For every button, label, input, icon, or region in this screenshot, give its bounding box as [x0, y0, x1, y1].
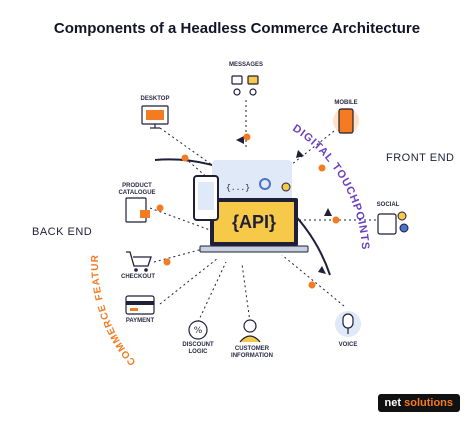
front-end-label: FRONT END	[386, 152, 455, 164]
touchpoint-label-social: SOCIAL	[376, 202, 400, 208]
payment-icon	[125, 295, 155, 315]
node-dot	[181, 154, 189, 162]
touchpoint-label-messages: MESSAGES	[228, 62, 263, 68]
feature-label-product-catalogue: PRODUCT CATALOGUE	[112, 183, 162, 197]
discount-logic-icon: %	[188, 320, 208, 340]
feature-label-line: DISCOUNT	[182, 342, 214, 348]
checkout-icon	[126, 251, 152, 272]
connector-mobile	[281, 127, 339, 173]
feature-label-line: CHECKOUT	[121, 274, 155, 280]
node-dot	[156, 204, 164, 212]
feature-label-customer-information: CUSTOMER INFORMATION	[224, 346, 280, 360]
messages-icon	[231, 75, 259, 96]
brand-prefix: net	[384, 397, 402, 409]
node-dot	[243, 133, 251, 141]
connector-customer	[241, 263, 251, 323]
voice-icon	[335, 311, 361, 337]
api-label: {API}	[232, 212, 276, 232]
digital-touchpoints-label: DIGITAL TOUCHPOINTS	[290, 122, 371, 250]
node-dot	[163, 258, 171, 266]
connector-discount	[197, 261, 227, 323]
touchpoint-label-desktop: DESKTOP	[140, 96, 170, 102]
brand-logo: net solutions	[377, 394, 460, 412]
arc-arrow-3	[324, 208, 332, 216]
touchpoint-label-mobile: MOBILE	[334, 100, 358, 106]
connector-front-left	[184, 157, 211, 181]
product-catalogue-icon	[125, 197, 150, 223]
feature-label-line: CUSTOMER	[234, 346, 270, 352]
customer-information-icon	[239, 319, 261, 343]
svg-text:%: %	[194, 326, 203, 336]
node-dot	[318, 164, 326, 172]
diagram-title: Components of a Headless Commerce Archit…	[53, 20, 421, 37]
touchpoint-label-voice: VOICE	[338, 342, 358, 348]
feature-label-line: PAYMENT	[125, 318, 155, 324]
desktop-icon	[141, 105, 169, 129]
api-center	[193, 160, 309, 253]
feature-label-line: PRODUCT	[122, 183, 152, 189]
social-icon	[377, 211, 409, 235]
connector-catalogue	[149, 207, 211, 231]
connector-payment	[159, 257, 219, 305]
feature-label-line: LOGIC	[188, 349, 208, 355]
feature-label-discount-logic: DISCOUNT LOGIC	[176, 342, 220, 356]
node-dot	[308, 281, 316, 289]
node-dot	[332, 216, 340, 224]
feature-label-payment: PAYMENT	[116, 318, 164, 325]
arc-arrow-2	[296, 150, 304, 158]
brand-suffix: solutions	[404, 397, 453, 409]
back-end-label: BACK END	[32, 226, 93, 238]
mobile-icon	[333, 108, 359, 134]
feature-label-line: CATALOGUE	[118, 190, 156, 196]
connector-voice	[281, 254, 345, 307]
feature-label-checkout: CHECKOUT	[114, 274, 162, 281]
feature-label-line: INFORMATION	[231, 353, 273, 359]
arc-arrow-4	[318, 266, 326, 274]
arc-arrow-1	[236, 136, 244, 144]
code-glyph: {...}	[226, 184, 250, 193]
